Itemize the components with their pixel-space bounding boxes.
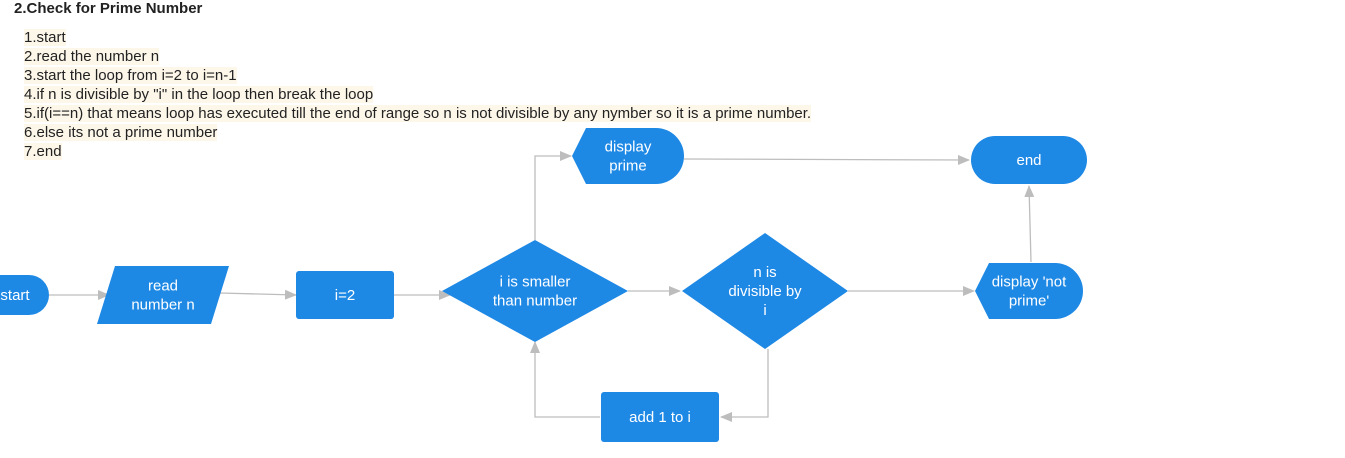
decision-shape <box>682 233 848 349</box>
nodes: start read number n i=2 i is smaller than num… <box>0 128 1087 442</box>
step-item: 5.if(i==n) that means loop has executed … <box>24 104 812 123</box>
process-shape <box>601 392 719 442</box>
node-label: than number <box>493 293 577 310</box>
node-label: display 'not <box>992 274 1067 291</box>
node-label: i=2 <box>335 287 355 304</box>
edge-div_check-to-increment <box>720 349 769 422</box>
io-shape <box>97 266 229 324</box>
node-label: start <box>0 287 30 304</box>
node-loop-check: i is smaller than number <box>442 240 628 342</box>
node-increment: add 1 to i <box>601 392 719 442</box>
node-label: i is smaller <box>500 274 571 291</box>
edge-display_prime-to-end <box>683 154 970 165</box>
node-end: end <box>971 136 1087 184</box>
display-shape <box>975 263 1083 319</box>
decision-shape <box>442 240 628 342</box>
terminal-shape <box>0 275 49 315</box>
step-text: 2.read the number n <box>24 48 160 65</box>
page-title: 2.Check for Prime Number <box>14 0 203 17</box>
node-start: start <box>0 275 49 315</box>
node-label: display <box>605 139 652 156</box>
node-label: number n <box>131 297 194 314</box>
process-shape <box>296 271 394 319</box>
edge-loop_check-to-display_prime <box>534 151 572 240</box>
edge-display_not_prime-to-end <box>1024 185 1035 263</box>
node-label: divisible by <box>728 283 802 300</box>
step-item: 7.end <box>24 142 811 161</box>
edges <box>49 151 1035 422</box>
step-item: 1.start <box>24 28 811 47</box>
node-label: read <box>148 278 178 295</box>
node-display-prime: display prime <box>572 128 684 184</box>
node-label: i <box>763 302 766 319</box>
display-shape <box>572 128 684 184</box>
step-item: 4.if n is divisible by "i" in the loop t… <box>24 85 811 104</box>
algorithm-steps: 1.start 2.read the number n 3.start the … <box>24 28 812 161</box>
node-label: prime' <box>1009 293 1050 310</box>
step-text: 6.else its not a prime number <box>24 124 218 141</box>
step-item: 2.read the number n <box>24 47 811 66</box>
step-text: 3.start the loop from i=2 to i=n-1 <box>24 67 237 84</box>
node-div-check: n is divisible by i <box>682 233 848 349</box>
step-text: 7.end <box>24 143 62 160</box>
step-text: 4.if n is divisible by "i" in the loop t… <box>24 86 374 103</box>
node-label: n is <box>753 264 776 281</box>
node-label: prime <box>609 158 647 175</box>
node-label: end <box>1016 152 1041 169</box>
node-label: add 1 to i <box>629 409 691 426</box>
node-init: i=2 <box>296 271 394 319</box>
edge-read-to-init <box>219 289 297 300</box>
node-display-not-prime: display 'not prime' <box>975 263 1083 319</box>
node-read: read number n <box>97 266 229 324</box>
step-item: 6.else its not a prime number <box>24 123 811 142</box>
step-text: 1.start <box>24 29 66 46</box>
step-item: 3.start the loop from i=2 to i=n-1 <box>24 66 811 85</box>
edge-increment-to-loop_check <box>530 341 600 418</box>
step-text: 5.if(i==n) that means loop has executed … <box>24 105 812 122</box>
terminal-shape <box>971 136 1087 184</box>
